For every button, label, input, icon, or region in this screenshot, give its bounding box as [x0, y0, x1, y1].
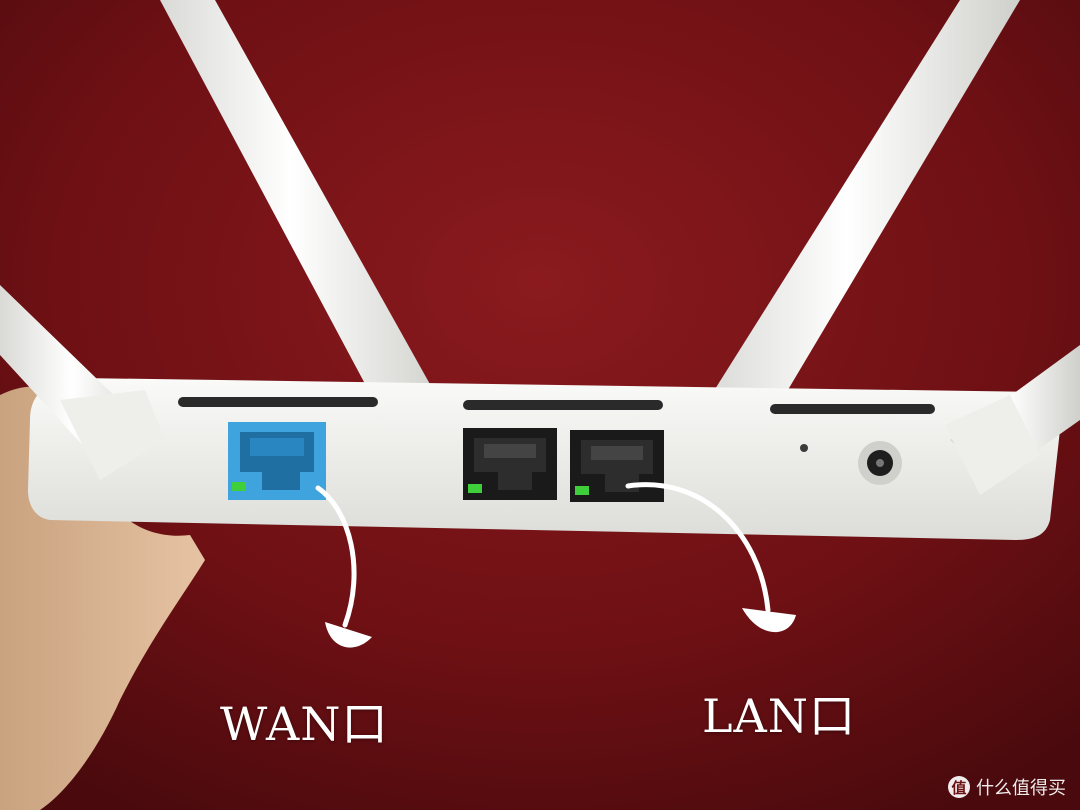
antenna-front-left	[0, 285, 165, 480]
vent-slot	[178, 397, 378, 407]
power-jack	[858, 441, 902, 485]
lan-led	[575, 486, 589, 495]
lan-led	[468, 484, 482, 493]
wan-arrow	[315, 485, 357, 628]
wan-arrow-head	[325, 622, 372, 648]
lan-label: LAN口	[702, 689, 857, 743]
wan-led	[232, 482, 246, 491]
vent-slot	[463, 400, 663, 410]
antenna-front-right	[945, 345, 1080, 495]
lan-arrow	[625, 482, 771, 613]
wan-port	[228, 422, 326, 500]
wan-label: WAN口	[220, 697, 389, 751]
reset-hole	[800, 444, 808, 452]
lan-arrow-head	[742, 608, 796, 633]
watermark: 值 什么值得买	[948, 774, 1066, 800]
lan-port-1	[463, 428, 557, 500]
watermark-text: 什么值得买	[976, 778, 1066, 799]
vent-slot	[770, 404, 935, 414]
watermark-badge: 值	[948, 776, 970, 798]
lan-port-2	[570, 430, 664, 502]
